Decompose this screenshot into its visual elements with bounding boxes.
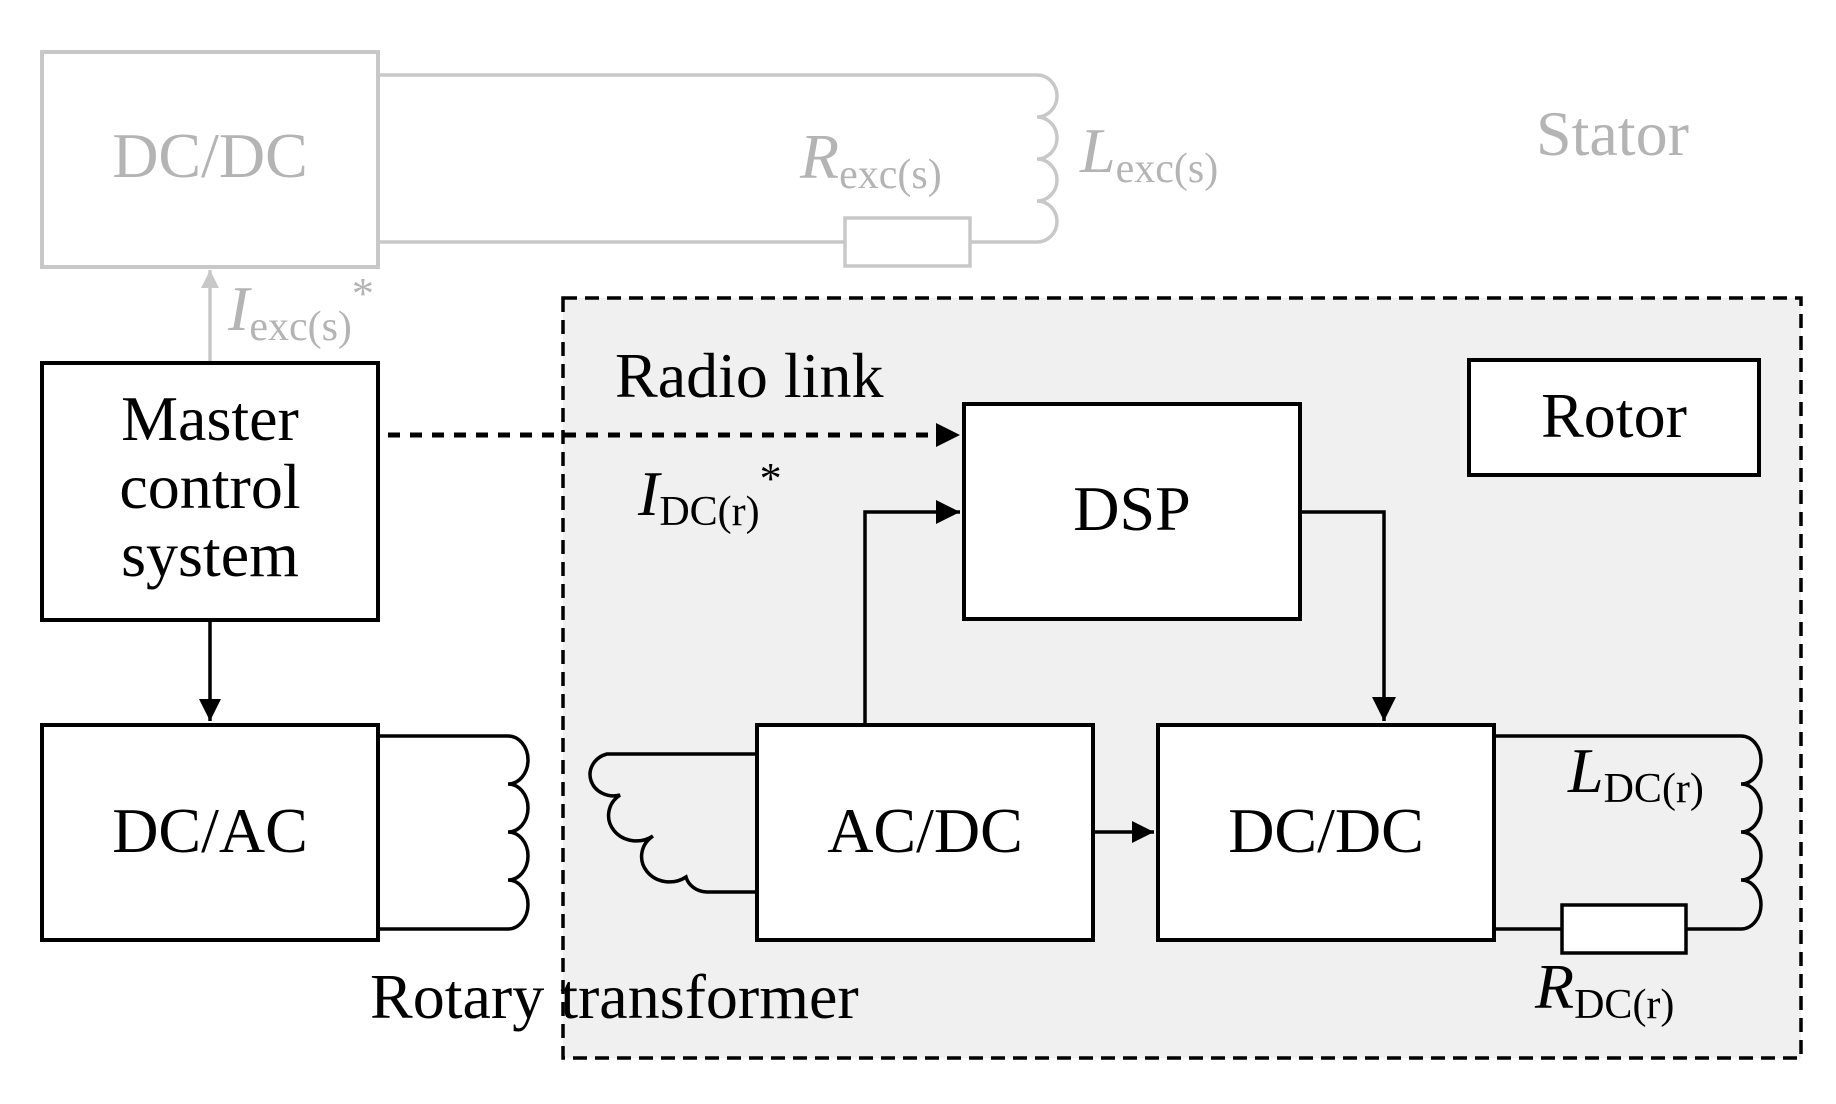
- stator-reference-label: Iexc(s)*: [227, 269, 374, 350]
- rotor-dcdc-block: [1156, 723, 1496, 942]
- master-line-1: Master: [121, 383, 299, 454]
- rotor-reference-label: IDC(r)*: [637, 454, 782, 535]
- master-section: Master control system DC/AC: [40, 361, 530, 942]
- acdc-to-dsp-arrow: [863, 500, 960, 725]
- stator-dcdc-block: [40, 50, 380, 269]
- master-line-2: control: [119, 451, 300, 522]
- dcac-block: [40, 723, 380, 942]
- rotor-dcdc-label: DC/DC: [1228, 795, 1424, 866]
- dsp-to-dcdc-arrow: [1300, 510, 1396, 721]
- stator-resistor-symbol: [843, 216, 972, 268]
- transformer-secondary-coil: [588, 752, 757, 894]
- rotor-resistor-symbol: [1560, 903, 1688, 955]
- dsp-label: DSP: [1073, 473, 1190, 544]
- acdc-block: [755, 723, 1095, 942]
- rotor-label-box: [1467, 358, 1761, 477]
- dsp-block: [962, 402, 1302, 621]
- stator-region-label: Stator: [1536, 98, 1689, 169]
- transformer-primary-coil: [507, 734, 530, 931]
- rotor-region-label: Rotor: [1541, 380, 1687, 451]
- radio-link-label: Radio link: [615, 340, 883, 411]
- stator-section: DC/DC Rexc(s) Lexc(s) Stator Iexc(s)*: [40, 50, 1689, 363]
- stator-dcdc-label: DC/DC: [112, 120, 308, 191]
- rotor-inductor-label: LDC(r): [1567, 735, 1704, 812]
- rotor-section: Radio link Rotor DSP IDC(r)* AC/DC DC/DC…: [588, 340, 1763, 1028]
- stator-inductor-symbol: [1036, 73, 1059, 244]
- stator-resistor-label: Rexc(s): [799, 121, 942, 198]
- master-control-block: [40, 361, 380, 622]
- rotor-inductor-symbol: [1740, 734, 1763, 931]
- rotor-resistor-label: RDC(r): [1534, 951, 1674, 1028]
- master-line-3: system: [121, 519, 299, 590]
- dcac-label: DC/AC: [112, 795, 308, 866]
- stator-inductor-label: Lexc(s): [1079, 115, 1218, 192]
- acdc-label: AC/DC: [827, 795, 1023, 866]
